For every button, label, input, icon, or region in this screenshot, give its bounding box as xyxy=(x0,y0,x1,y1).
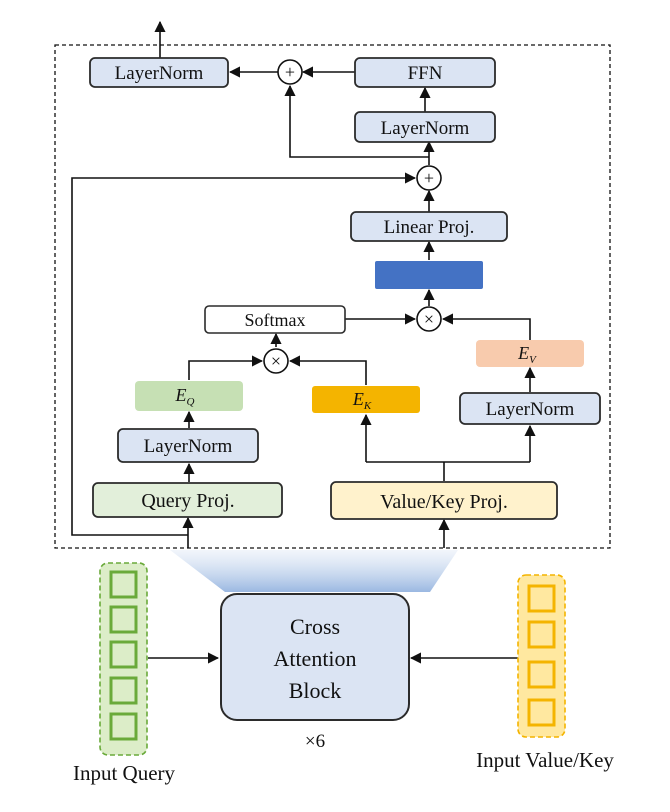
layernorm-value-box: LayerNorm xyxy=(459,392,601,425)
ffn-box: FFN xyxy=(354,57,496,88)
svg-text:Softmax: Softmax xyxy=(245,310,306,330)
value-key-proj-box: Value/Key Proj. xyxy=(330,481,558,520)
cross-attention-block: Cross Attention Block xyxy=(220,593,410,721)
svg-text:Cross: Cross xyxy=(290,614,340,639)
input-value-key-label: Input Value/Key xyxy=(476,748,614,772)
repeat-count: ×6 xyxy=(305,731,325,752)
multiply-node-attention-value: × xyxy=(416,306,442,332)
input-query-tokens xyxy=(99,562,148,756)
ek-embedding-box: EK xyxy=(312,386,420,413)
svg-text:FFN: FFN xyxy=(408,63,443,84)
svg-text:Value/Key Proj.: Value/Key Proj. xyxy=(380,491,508,513)
eq-embedding-box: EQ xyxy=(135,381,243,411)
svg-text:EV: EV xyxy=(517,343,537,366)
svg-text:EQ: EQ xyxy=(175,385,195,408)
connector-lines xyxy=(71,20,536,664)
input-query-label: Input Query xyxy=(73,761,176,785)
svg-text:LayerNorm: LayerNorm xyxy=(144,436,233,457)
layernorm-output-box: LayerNorm xyxy=(89,57,229,88)
attention-output-bar xyxy=(375,261,483,289)
svg-text:×: × xyxy=(424,309,434,329)
svg-text:Block: Block xyxy=(289,678,342,703)
svg-text:Attention: Attention xyxy=(273,646,356,671)
multiply-node-query-key: × xyxy=(263,348,289,374)
ev-embedding-box: EV xyxy=(476,340,584,367)
expansion-projection xyxy=(170,550,458,592)
add-node-residual: + xyxy=(416,165,442,191)
svg-text:×: × xyxy=(271,351,281,371)
linear-proj-box: Linear Proj. xyxy=(350,211,508,242)
svg-text:Linear Proj.: Linear Proj. xyxy=(384,217,475,238)
layernorm-query-box: LayerNorm xyxy=(117,428,259,463)
block-detail-frame xyxy=(54,44,611,549)
svg-text:+: + xyxy=(424,168,434,188)
svg-text:LayerNorm: LayerNorm xyxy=(115,63,204,84)
input-value-key-tokens xyxy=(517,574,566,738)
layernorm-ffn-box: LayerNorm xyxy=(354,111,496,143)
svg-text:LayerNorm: LayerNorm xyxy=(381,118,470,139)
softmax-box: Softmax xyxy=(204,305,346,334)
add-node-top: + xyxy=(277,59,303,85)
svg-text:EK: EK xyxy=(352,389,372,412)
svg-text:Query Proj.: Query Proj. xyxy=(141,490,234,512)
query-proj-box: Query Proj. xyxy=(92,482,283,518)
svg-text:LayerNorm: LayerNorm xyxy=(486,399,575,420)
svg-text:+: + xyxy=(285,62,295,82)
